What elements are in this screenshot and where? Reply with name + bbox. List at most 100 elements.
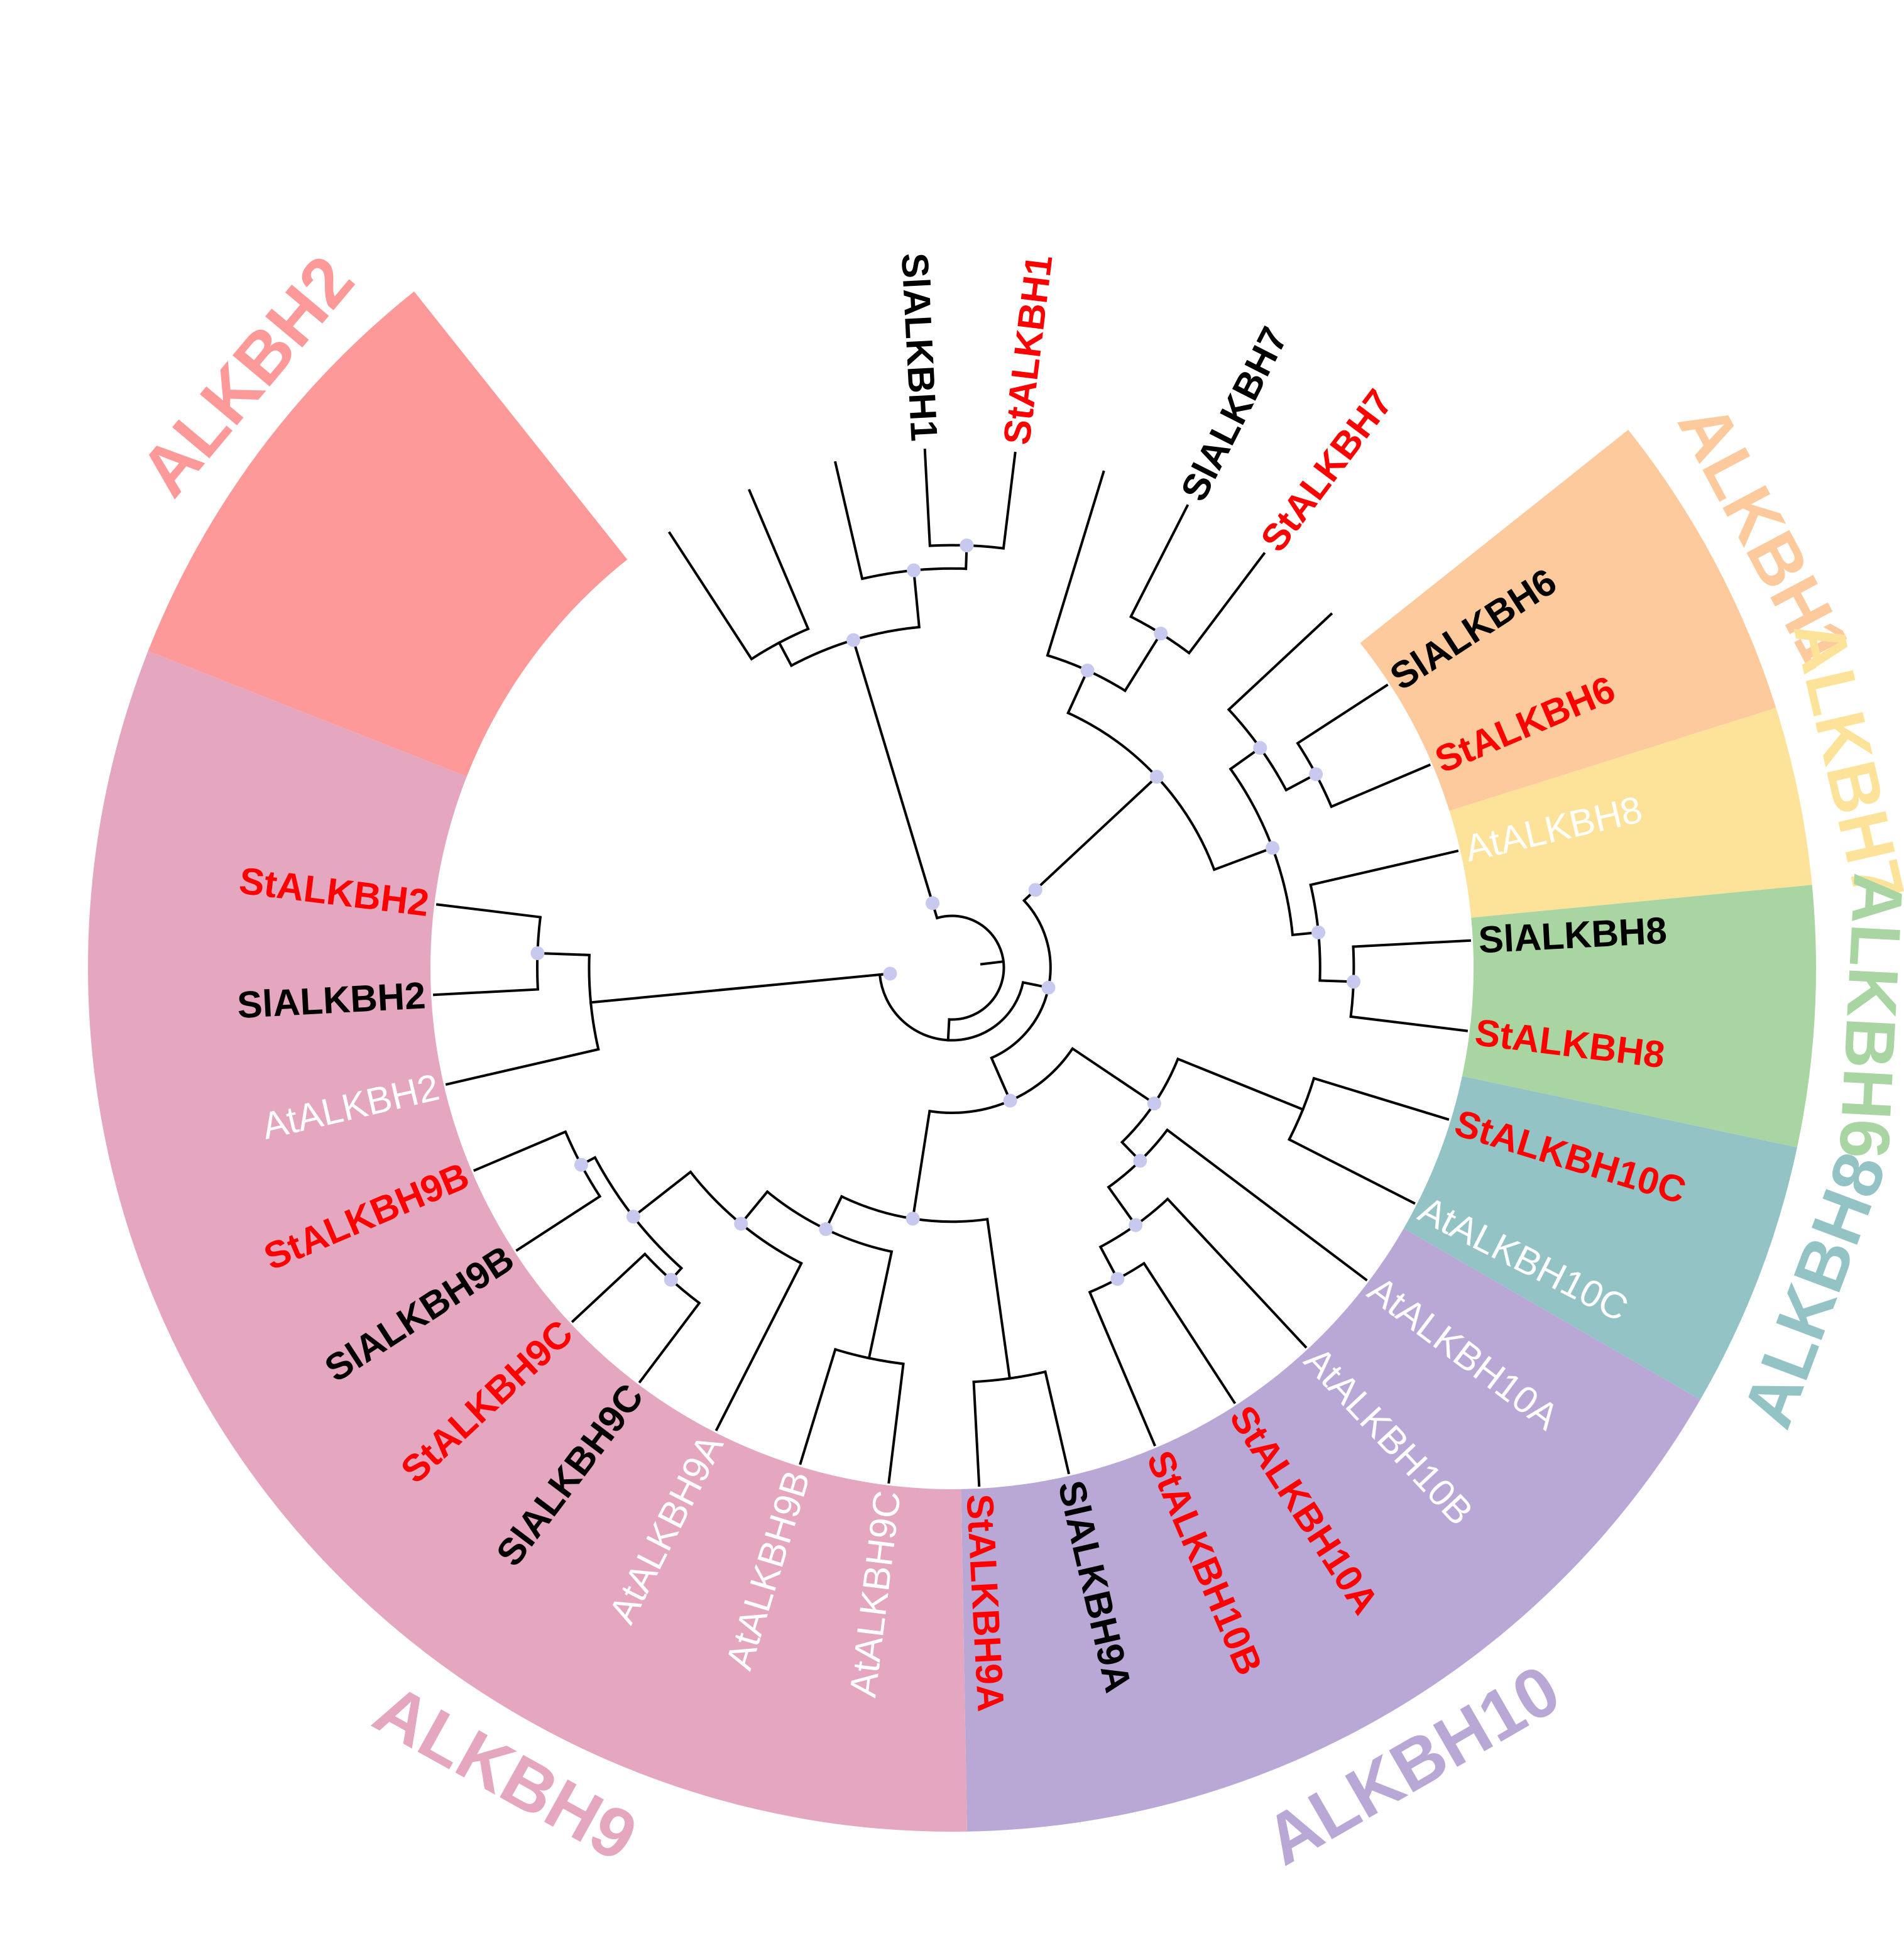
support-dot-nSt10 — [1110, 1272, 1125, 1286]
branch-n1bc — [777, 641, 794, 667]
branch-n7 — [1066, 669, 1090, 715]
clade-band-alkbh10 — [961, 1228, 1700, 1832]
support-dot-n9A — [734, 1217, 748, 1231]
branch-StALKBH8 — [1349, 1015, 1469, 1032]
support-dot-n678r — [1028, 883, 1042, 897]
branch-AtALKBH10A — [1165, 1128, 1368, 1282]
branch-AtALKBH9A — [714, 1261, 803, 1431]
clade-band-alkbh7 — [1449, 708, 1812, 918]
support-dot-n9_10 — [1003, 1093, 1017, 1108]
branch-n1 — [851, 638, 934, 905]
branch-SlALKBH9A — [1044, 1370, 1070, 1475]
support-dots — [530, 539, 1360, 1287]
branch-nSlSt2 — [536, 951, 591, 956]
leaf-label: AtALKBH1C — [645, 283, 765, 491]
root-branch — [980, 960, 1004, 966]
support-dot-nSlSt9C — [664, 1272, 678, 1287]
branch-n9_10 — [990, 1056, 1012, 1103]
support-dot-n1a — [907, 563, 921, 577]
leaf-label: AtALKBH1A — [767, 249, 854, 459]
clade-band-alkbh9 — [87, 651, 967, 1832]
branch-SlALKBH7 — [1129, 504, 1190, 619]
leaf-label: AtALKBH7 — [1086, 285, 1179, 470]
branch-AtALKBH2 — [445, 1047, 600, 1086]
branch-StALKBH7 — [1187, 552, 1266, 655]
support-dot-n8 — [1311, 925, 1326, 939]
branch-AtALKBH1C — [748, 488, 810, 631]
clade-band-alkbh6 — [1462, 885, 1816, 1147]
branch-StALKBH10B — [1088, 1290, 1156, 1447]
clade-band-alkbh8 — [1403, 1076, 1797, 1400]
branch-n2 — [589, 972, 892, 1004]
branch-AtALKBH1B — [667, 531, 753, 661]
branch-AtALKBH7 — [1046, 470, 1105, 657]
support-dot-n678 — [1149, 770, 1164, 784]
branch-AtALKBH9C — [887, 1362, 905, 1484]
arc-nA — [991, 899, 1052, 1059]
branch-SlALKBH1 — [923, 449, 931, 547]
branch-AtALKBH6 — [1227, 612, 1333, 712]
branch-n10 — [1071, 1046, 1156, 1105]
branch-n9CB — [632, 1170, 692, 1218]
branch-nAt10B — [1107, 1185, 1138, 1227]
support-dot-nSlSt9B — [574, 1157, 588, 1172]
branch-SlALKBH9B — [515, 1195, 602, 1252]
branch-nSlSt7 — [1123, 632, 1163, 692]
branch-AtALKBH9B — [799, 1347, 837, 1465]
branch-SlALKBH9C — [638, 1301, 701, 1384]
branch-n9all — [911, 1109, 931, 1220]
branch-SlALKBH8 — [1352, 939, 1471, 948]
branch-AtALKBH8 — [1309, 850, 1459, 887]
branch-StALKBH9B — [473, 1130, 567, 1172]
support-dot-nSlSt8 — [1346, 975, 1360, 989]
branch-n68 — [1212, 846, 1274, 872]
clade-band-alkbh1 — [1360, 430, 1776, 811]
branch-n1a — [912, 569, 921, 629]
support-dot-nAt10B — [1129, 1218, 1143, 1232]
support-dot-n2r — [883, 966, 897, 981]
branch-StALKBH9A — [972, 1380, 981, 1487]
tree-branches — [433, 449, 1471, 1487]
support-dot-nAt10A — [1133, 1154, 1147, 1168]
support-dot-nSlSt1 — [960, 539, 974, 553]
leaf-label: SlALKBH7 — [1173, 320, 1296, 508]
support-dot-n10 — [1147, 1097, 1161, 1111]
branch-AtALKBH10C — [1287, 1137, 1416, 1205]
support-dot-nSlSt6 — [1309, 767, 1323, 782]
support-dot-n9x — [819, 1222, 833, 1237]
support-dot-n9CB — [626, 1210, 640, 1224]
clade-band-alkbh2 — [148, 291, 628, 777]
branch-nAt9BC — [867, 1250, 894, 1360]
branch-SlALKBH2 — [433, 988, 540, 997]
leaf-label: StALKBH1 — [995, 253, 1060, 447]
support-dot-n7 — [1080, 664, 1095, 678]
leaf-label: SlALKBH1 — [894, 252, 946, 442]
support-dot-nSlSt7 — [1154, 626, 1168, 641]
clade-bands — [87, 291, 1816, 1832]
branch-StALKBH6 — [1330, 763, 1431, 809]
branch-nB — [946, 1018, 951, 1042]
support-dot-nSlSt2 — [530, 946, 545, 960]
support-dot-n6 — [1253, 741, 1267, 755]
branch-StALKBH10A — [1142, 1261, 1237, 1404]
branch-StALKBH9C — [571, 1252, 647, 1323]
branch-AtALKBH10B — [1166, 1197, 1308, 1349]
branch-StALKBH10C — [1312, 1076, 1450, 1121]
support-dot-n1 — [846, 633, 861, 647]
arc-root — [936, 914, 1005, 1021]
leaf-label: SlALKBH2 — [236, 974, 427, 1026]
support-dot-n68 — [1266, 841, 1280, 855]
leaf-label: StALKBH7 — [1252, 382, 1401, 560]
leaf-label: SlALKBH8 — [1477, 909, 1668, 961]
branch-n9Ab — [986, 1218, 1012, 1380]
branch-StALKBH2 — [435, 903, 542, 919]
clade-label-alkbh6: ALKBH6 — [1825, 872, 1904, 1161]
support-dot-nA — [1041, 980, 1056, 995]
branch-AtALKBH1A — [834, 461, 864, 581]
support-dot-n1r — [926, 896, 940, 911]
branch-StALKBH1 — [1002, 451, 1017, 550]
branch-n678 — [1033, 775, 1159, 892]
support-dot-n9all — [905, 1211, 920, 1226]
branch-SlALKBH6 — [1296, 683, 1389, 745]
